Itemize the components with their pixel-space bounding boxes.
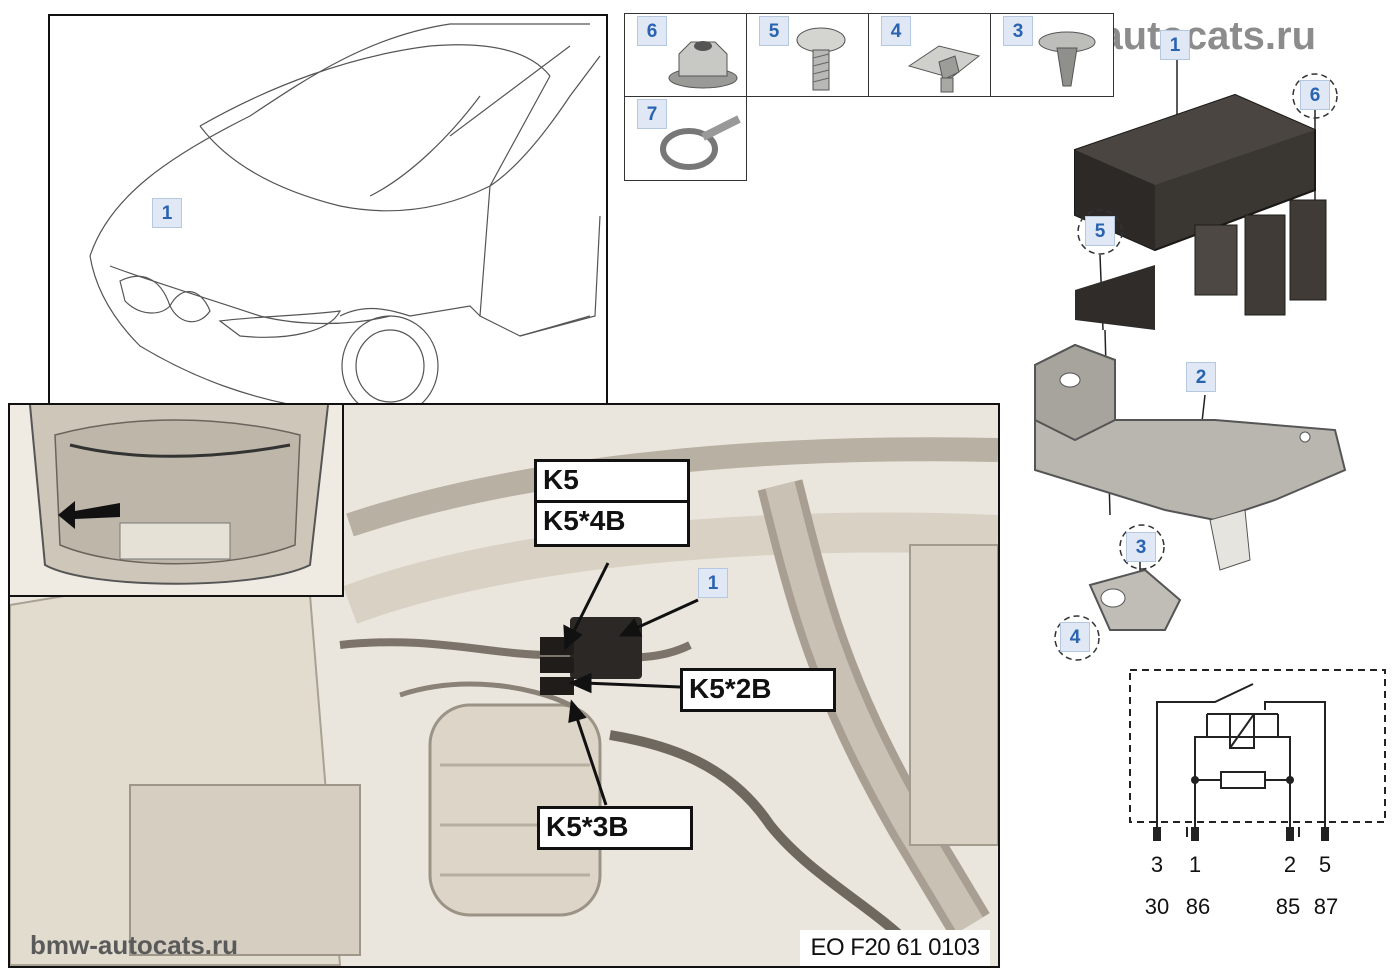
grid-callout-7: 7 <box>637 99 667 129</box>
engine-bay-inset <box>10 405 344 597</box>
pin-label-1: 1 <box>1188 852 1202 877</box>
expanding-rivet-icon <box>1038 31 1096 87</box>
label-k5-3b: K5*3B <box>537 806 693 850</box>
part-cell-collar-nut: 6 <box>624 13 747 97</box>
label-k5-4b: K5*4B <box>534 503 690 547</box>
torx-screw-icon <box>796 27 846 91</box>
rivet-callout-3: 3 <box>1126 532 1156 562</box>
part-cell-spring-nut: 4 <box>868 13 991 97</box>
car-callout-1: 1 <box>152 198 182 228</box>
label-k5-2b: K5*2B <box>680 668 836 712</box>
nut-callout-6: 6 <box>1300 80 1330 110</box>
terminal-label-87: 87 <box>1313 894 1339 919</box>
terminal-label-85: 85 <box>1275 894 1301 919</box>
engine-callout-1: 1 <box>698 568 728 598</box>
relay-schematic <box>1129 669 1386 841</box>
screw-callout-5: 5 <box>1085 216 1115 246</box>
grid-callout-4: 4 <box>881 16 911 46</box>
bracket-callout-2: 2 <box>1186 362 1216 392</box>
grid-callout-3: 3 <box>1003 16 1033 46</box>
label-k5: K5 <box>534 459 690 503</box>
exploded-view <box>1034 60 1347 661</box>
part-cell-cable-strap: 7 <box>624 96 747 181</box>
grid-callout-5: 5 <box>759 16 789 46</box>
pin-label-3: 3 <box>1150 852 1164 877</box>
spring-nut-callout-4: 4 <box>1060 622 1090 652</box>
part-cell-expanding-rivet: 3 <box>990 13 1114 97</box>
pin-label-2: 2 <box>1283 852 1297 877</box>
collar-nut-icon <box>668 41 738 89</box>
watermark-bottom: bmw-autocats.ru <box>30 930 239 960</box>
parts-grid: 6 5 4 3 7 <box>624 13 1114 181</box>
terminal-label-86: 86 <box>1185 894 1211 919</box>
engine-bay-photo-panel: 1 K5 K5*4B K5*2B K5*3B <box>8 403 1000 968</box>
car-overview-panel: 1 <box>48 14 608 426</box>
drawing-code: EO F20 61 0103 <box>800 930 990 966</box>
cable-strap-icon <box>660 115 741 170</box>
part-cell-torx-screw: 5 <box>746 13 869 97</box>
spring-nut-icon <box>907 45 981 93</box>
car-outline-drawing <box>89 23 601 417</box>
pin-label-5: 5 <box>1318 852 1332 877</box>
relay-callout-1: 1 <box>1160 30 1190 60</box>
grid-callout-6: 6 <box>637 16 667 46</box>
terminal-label-30: 30 <box>1144 894 1170 919</box>
